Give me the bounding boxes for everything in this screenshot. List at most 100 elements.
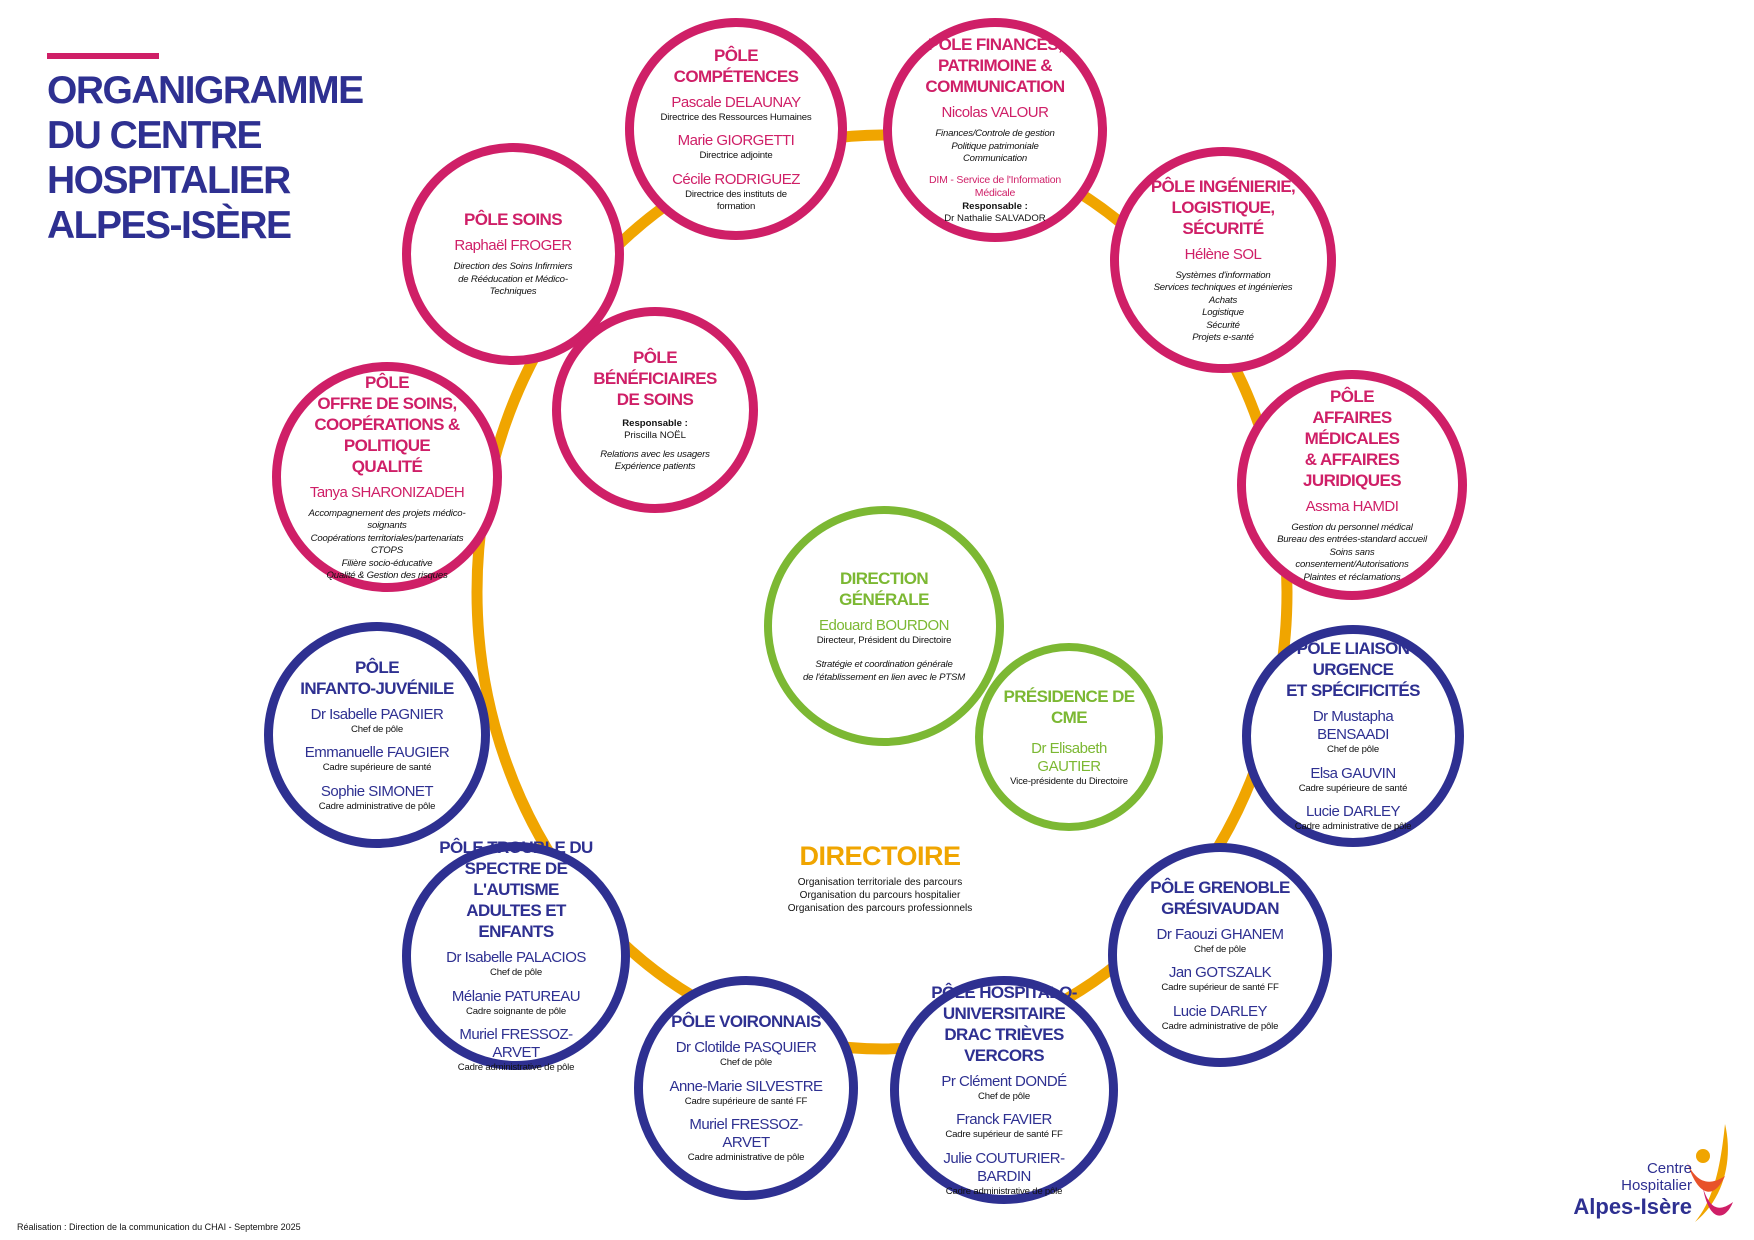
pole-title: PÔLE BÉNÉFICIAIRES DE SOINS bbox=[593, 347, 717, 409]
person-role: Directrice des Ressources Humaines bbox=[660, 111, 812, 123]
person-name: Pascale DELAUNAY bbox=[671, 93, 801, 111]
person-name: Muriel FRESSOZ-ARVET bbox=[459, 1026, 573, 1062]
person-role: Chef de pôle bbox=[489, 967, 542, 979]
person-name: Dr Faouzi GHANEM bbox=[1156, 925, 1284, 943]
title-accent-bar bbox=[47, 53, 159, 59]
person-role: Cadre supérieur de santé FF bbox=[1161, 982, 1279, 994]
person-name: Dr Clotilde PASQUIER bbox=[675, 1039, 817, 1057]
person-name: Tanya SHARONIZADEH bbox=[309, 483, 465, 501]
person-role: Cadre administrative de pôle bbox=[687, 1152, 805, 1164]
pole-autisme: PÔLE TROUBLE DU SPECTRE DE L'AUTISME ADU… bbox=[402, 838, 630, 1073]
person-role: Cadre administrative de pôle bbox=[1161, 1020, 1279, 1032]
cme-title: PRÉSIDENCE DE CME bbox=[1003, 686, 1135, 727]
pole-title: PÔLE HOSPITALO- UNIVERSITAIRE DRAC TRIÈV… bbox=[931, 982, 1077, 1065]
person-name: Dr Mustapha BENSAADI bbox=[1312, 708, 1394, 744]
directoire-block: DIRECTOIRE Organisation territoriale des… bbox=[760, 840, 1000, 915]
logo-text: Centre Hospitalier Alpes-Isère bbox=[1573, 1160, 1692, 1219]
logo-swoosh-yellow bbox=[1695, 1124, 1728, 1222]
pole-ingenierie: PÔLE INGÉNIERIE, LOGISTIQUE, SÉCURITÉ Hé… bbox=[1110, 147, 1336, 373]
pole-title: PÔLE LIAISON URGENCE ET SPÉCIFICITÉS bbox=[1286, 639, 1420, 701]
person-name: Franck FAVIER bbox=[956, 1111, 1052, 1129]
person-role: Cadre supérieur de santé FF bbox=[945, 1129, 1063, 1141]
person-name: Nicolas VALOUR bbox=[941, 104, 1049, 122]
pole-hospitalo-universitaire: PÔLE HOSPITALO- UNIVERSITAIRE DRAC TRIÈV… bbox=[890, 976, 1118, 1204]
person-role: Directeur, Président du Directoire bbox=[816, 634, 952, 646]
person-role: Vice-présidente du Directoire bbox=[1010, 775, 1128, 787]
pole-liaison-urgence: PÔLE LIAISON URGENCE ET SPÉCIFICITÉS Dr … bbox=[1242, 625, 1464, 847]
person-name: Jan GOTSZALK bbox=[1168, 964, 1272, 982]
person-role: Chef de pôle bbox=[719, 1057, 772, 1069]
presidence-cme: PRÉSIDENCE DE CME Dr Elisabeth GAUTIER V… bbox=[975, 643, 1163, 831]
dim-responsible: Responsable : Dr Nathalie SALVADOR bbox=[944, 200, 1046, 225]
pole-competences: PÔLE COMPÉTENCES Pascale DELAUNAY Direct… bbox=[625, 18, 847, 240]
pole-missions: Accompagnement des projets médico-soigna… bbox=[308, 507, 466, 582]
credit-line: Réalisation : Direction de la communicat… bbox=[17, 1222, 301, 1232]
ring-path bbox=[471, 129, 1293, 1055]
person-role: Cadre soignante de pôle bbox=[466, 1005, 566, 1017]
pole-missions: Direction des Soins Infirmiers de Rééduc… bbox=[453, 261, 573, 298]
person-role: Directrice adjointe bbox=[699, 150, 773, 161]
person-name: Pr Clément DONDÉ bbox=[941, 1072, 1067, 1090]
direction-generale: DIRECTION GÉNÉRALE Edouard BOURDON Direc… bbox=[764, 506, 1004, 746]
person-role: Cadre administrative de pôle bbox=[1294, 821, 1412, 833]
dim-title: DIM - Service de l'Information Médicale bbox=[929, 173, 1061, 199]
person-name: Dr Elisabeth GAUTIER bbox=[1031, 739, 1107, 775]
pole-infanto-juvenile: PÔLE INFANTO-JUVÉNILE Dr Isabelle PAGNIE… bbox=[264, 622, 490, 848]
person-name: Emmanuelle FAUGIER bbox=[304, 744, 450, 762]
pole-title: PÔLE GRENOBLE GRÉSIVAUDAN bbox=[1150, 877, 1290, 918]
person-name: Mélanie PATUREAU bbox=[451, 987, 581, 1005]
person-name: Assma HAMDI bbox=[1305, 497, 1399, 515]
person-name: Marie GIORGETTI bbox=[677, 132, 795, 149]
pole-missions: Relations avec les usagers Expérience pa… bbox=[600, 448, 710, 473]
pole-title: PÔLE TROUBLE DU SPECTRE DE L'AUTISME ADU… bbox=[439, 838, 593, 942]
pole-title: PÔLE SOINS bbox=[464, 210, 563, 230]
person-role: Cadre supérieure de santé bbox=[1298, 782, 1408, 794]
person-name: Muriel FRESSOZ-ARVET bbox=[689, 1116, 803, 1152]
pole-grenoble-gresivaudan: PÔLE GRENOBLE GRÉSIVAUDAN Dr Faouzi GHAN… bbox=[1108, 843, 1332, 1067]
pole-beneficiaires: PÔLE BÉNÉFICIAIRES DE SOINS Responsable … bbox=[552, 307, 758, 513]
person-name: Elsa GAUVIN bbox=[1310, 764, 1396, 782]
pole-title: PÔLE COMPÉTENCES bbox=[673, 45, 799, 86]
pole-title: PÔLE INGÉNIERIE, LOGISTIQUE, SÉCURITÉ bbox=[1150, 176, 1296, 238]
person-name: Dr Isabelle PALACIOS bbox=[446, 949, 586, 967]
logo-swoosh-orange bbox=[1687, 1162, 1725, 1192]
directoire-missions: Organisation territoriale des parcours O… bbox=[787, 877, 973, 914]
person-name: Lucie DARLEY bbox=[1172, 1002, 1268, 1020]
person-name: Edouard BOURDON bbox=[818, 616, 950, 634]
pole-missions: Gestion du personnel médical Bureau des … bbox=[1277, 521, 1427, 583]
pole-title: PÔLE INFANTO-JUVÉNILE bbox=[300, 657, 454, 698]
pole-title: PÔLE FINANCES, PATRIMOINE & COMMUNICATIO… bbox=[925, 35, 1065, 97]
pole-finances: PÔLE FINANCES, PATRIMOINE & COMMUNICATIO… bbox=[883, 18, 1107, 242]
person-role: Chef de pôle bbox=[350, 723, 403, 735]
directoire-title: DIRECTOIRE bbox=[799, 841, 961, 871]
chai-logo-icon bbox=[1687, 1124, 1733, 1222]
logo-dot bbox=[1696, 1149, 1710, 1163]
person-role: Cadre supérieure de santé bbox=[322, 762, 432, 774]
pole-responsible: Responsable : Priscilla NOËL bbox=[622, 417, 688, 442]
pole-missions: Systèmes d'information Services techniqu… bbox=[1153, 269, 1293, 344]
person-role: Chef de pôle bbox=[1326, 744, 1379, 756]
person-name: Sophie SIMONET bbox=[320, 782, 434, 800]
person-role: Chef de pôle bbox=[1193, 943, 1246, 955]
person-name: Anne-Marie SILVESTRE bbox=[669, 1077, 823, 1095]
pole-title: PÔLE VOIRONNAIS bbox=[671, 1012, 821, 1032]
pole-offre-de-soins: PÔLE OFFRE DE SOINS, COOPÉRATIONS & POLI… bbox=[272, 362, 502, 592]
person-role: Chef de pôle bbox=[977, 1090, 1030, 1102]
pole-title: PÔLE OFFRE DE SOINS, COOPÉRATIONS & POLI… bbox=[314, 372, 460, 476]
direction-title: DIRECTION GÉNÉRALE bbox=[839, 568, 929, 609]
person-name: Hélène SOL bbox=[1184, 245, 1262, 263]
person-role: Cadre administrative de pôle bbox=[457, 1062, 575, 1074]
pole-missions: Finances/Controle de gestion Politique p… bbox=[935, 128, 1055, 165]
pole-soins: PÔLE SOINS Raphaël FROGER Direction des … bbox=[402, 143, 624, 365]
page-title: ORGANIGRAMME DU CENTRE HOSPITALIER ALPES… bbox=[47, 69, 364, 247]
person-role: Cadre supérieure de santé FF bbox=[684, 1095, 808, 1107]
direction-missions: Stratégie et coordination générale de l'… bbox=[802, 659, 965, 683]
person-name: Julie COUTURIER-BARDIN bbox=[943, 1149, 1065, 1185]
pole-voironnais: PÔLE VOIRONNAIS Dr Clotilde PASQUIER Che… bbox=[634, 976, 858, 1200]
person-name: Raphaël FROGER bbox=[454, 237, 572, 255]
person-role: Cadre administrative de pôle bbox=[945, 1185, 1063, 1197]
person-name: Cécile RODRIGUEZ bbox=[672, 170, 800, 188]
logo-swoosh-pink bbox=[1703, 1188, 1733, 1216]
pole-affaires-medicales: PÔLE AFFAIRES MÉDICALES & AFFAIRES JURID… bbox=[1237, 370, 1467, 600]
